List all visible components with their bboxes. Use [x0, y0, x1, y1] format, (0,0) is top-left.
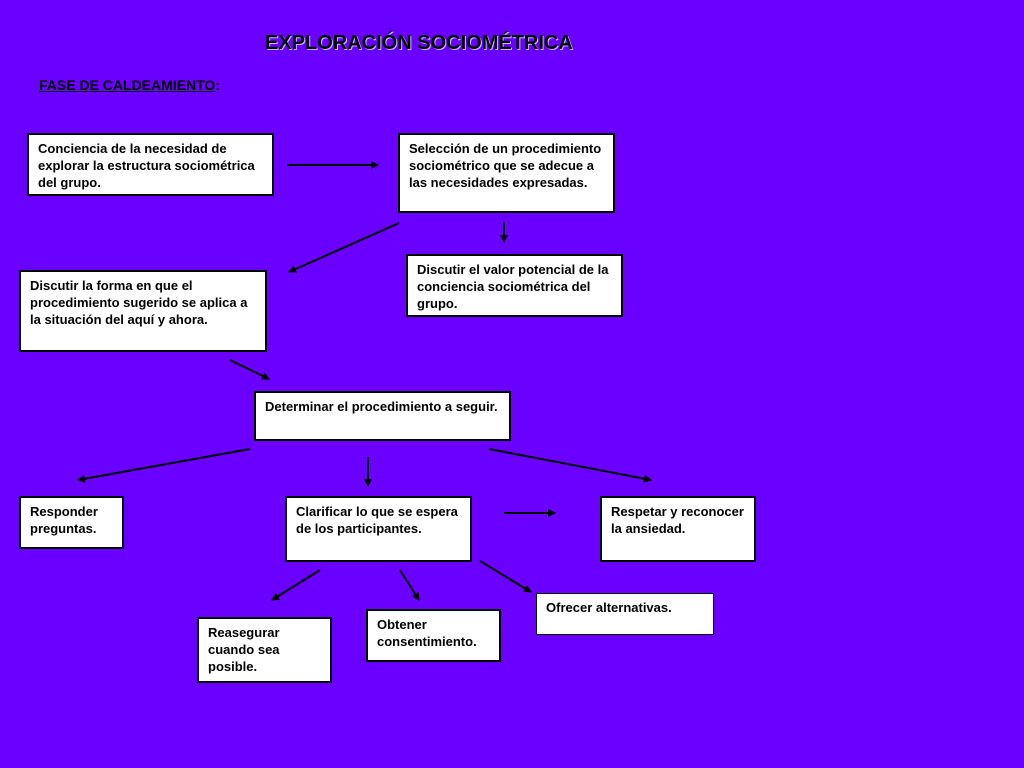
- arrow-determinar-to-responder: [77, 448, 251, 483]
- section-subtitle: FASE DE CALDEAMIENTO:: [39, 77, 220, 93]
- box-discutir-valor: Discutir el valor potencial de la concie…: [406, 254, 623, 317]
- box-obtener: Obtener consentimiento.: [366, 609, 501, 662]
- arrow-clarificar-to-ofrecer: [479, 560, 532, 593]
- page-title: EXPLORACIÓN SOCIOMÉTRICA: [265, 32, 573, 54]
- box-determinar: Determinar el procedimiento a seguir.: [254, 391, 511, 441]
- arrow-clarificar-to-reasegurar: [271, 569, 321, 601]
- arrow-clarificar-to-obtener: [399, 569, 420, 601]
- arrow-determinar-to-respetar: [488, 448, 652, 483]
- subtitle-colon: :: [215, 77, 220, 93]
- box-ofrecer: Ofrecer alternativas.: [536, 593, 714, 635]
- box-responder: Responder preguntas.: [19, 496, 124, 549]
- box-conciencia: Conciencia de la necesidad de explorar l…: [27, 133, 274, 196]
- box-discutir-forma: Discutir la forma en que el procedimient…: [19, 270, 267, 352]
- box-respetar: Respetar y reconocer la ansiedad.: [600, 496, 756, 562]
- arrow-seleccion-to-discutir-forma: [288, 222, 400, 273]
- box-reasegurar: Reasegurar cuando sea posible.: [197, 617, 332, 683]
- box-clarificar: Clarificar lo que se espera de los parti…: [285, 496, 472, 562]
- box-seleccion: Selección de un procedimiento sociométri…: [398, 133, 615, 213]
- arrow-discutir-forma-to-determinar: [229, 359, 270, 380]
- subtitle-label: FASE DE CALDEAMIENTO: [39, 77, 216, 93]
